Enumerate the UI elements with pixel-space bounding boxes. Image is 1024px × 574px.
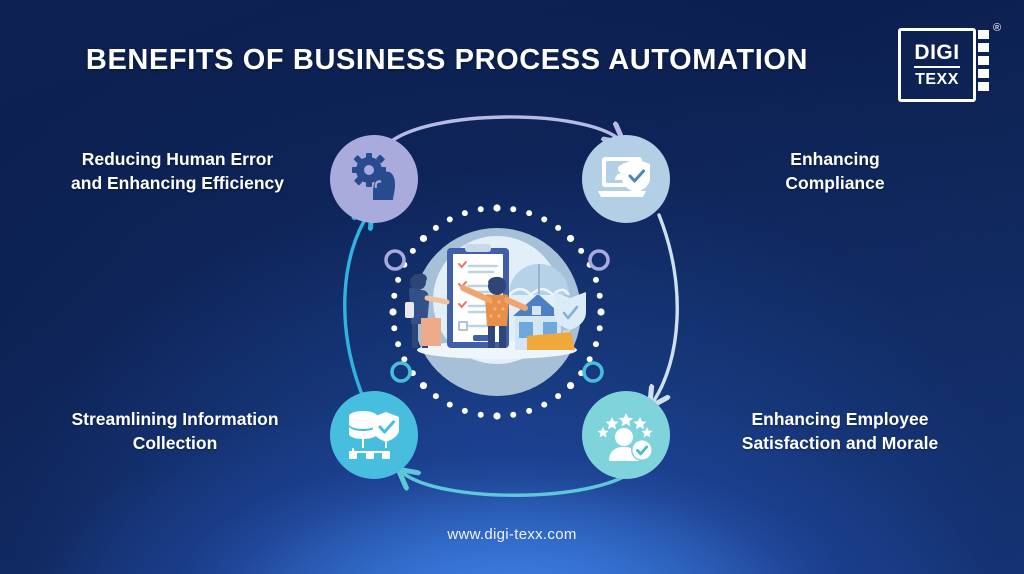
- shield-badge-icon: [554, 292, 586, 330]
- benefit-label-line-2: and Enhancing Efficiency: [71, 172, 284, 193]
- ring-dot: [389, 308, 397, 316]
- node-squares: [349, 451, 390, 459]
- ring-dot: [446, 216, 453, 223]
- center-illustration: [375, 190, 619, 434]
- arrow-right: [653, 213, 679, 402]
- benefit-label-line-2: Collection: [132, 432, 218, 453]
- gear-head-icon: [352, 153, 395, 200]
- ring-dot: [541, 401, 548, 408]
- person-head: [615, 428, 633, 446]
- ring-dot: [432, 393, 439, 400]
- ring-dot: [592, 341, 599, 348]
- ring-dot: [391, 325, 398, 332]
- logo-line-1: DIGI: [914, 42, 960, 68]
- page-title: BENEFITS OF BUSINESS PROCESS AUTOMATION: [85, 44, 809, 76]
- ring-dot: [432, 224, 439, 231]
- ring-dot: [596, 325, 603, 332]
- ring-dot: [555, 224, 562, 231]
- ring-dot: [391, 292, 398, 299]
- stars-row: [597, 413, 653, 438]
- logo-line-2: TEXX: [915, 71, 959, 88]
- ring-dot: [461, 407, 468, 414]
- ring-dot: [597, 308, 605, 316]
- logo-box: DIGI TEXX: [898, 28, 976, 102]
- benefit-icon-reducing-human-error[interactable]: [330, 135, 418, 223]
- benefit-icon-streamlining-information-collection[interactable]: [330, 391, 418, 479]
- ring-dot: [401, 356, 408, 363]
- ring-dot: [395, 341, 402, 348]
- ring-accent-dot: [390, 361, 412, 383]
- benefit-label-reducing-human-error: Reducing Human Error and Enhancing Effic…: [35, 148, 320, 195]
- footer-url[interactable]: www.digi-texx.com: [447, 526, 577, 543]
- dotted-ring: [384, 204, 610, 420]
- ring-accent-dot: [384, 249, 406, 271]
- ring-dot: [586, 356, 593, 363]
- laptop-shield-icon: [598, 157, 650, 197]
- ring-accent-dot: [582, 361, 604, 383]
- digi-texx-logo: DIGI TEXX ®: [898, 22, 1006, 102]
- benefit-label-line-1: Enhancing: [790, 149, 880, 169]
- check-badge: [632, 440, 652, 460]
- ring-dot: [419, 234, 428, 243]
- arrow-bottom: [403, 471, 635, 497]
- benefit-icon-enhancing-employee-satisfaction[interactable]: [582, 391, 670, 479]
- ring-dot: [395, 276, 402, 283]
- ring-dot: [409, 247, 416, 254]
- ring-dot: [493, 412, 501, 420]
- package-boxes: [421, 318, 575, 350]
- arrow-connectors: [343, 115, 679, 497]
- benefit-label-line-1: Reducing Human Error: [81, 149, 274, 169]
- ring-dot: [419, 381, 428, 390]
- cycle-diagram: [281, 105, 743, 505]
- database-shield-icon: [349, 411, 399, 459]
- database-cylinder: [349, 411, 377, 439]
- ring-dot: [566, 234, 575, 243]
- ring-dot: [526, 210, 533, 217]
- ring-dot: [510, 206, 517, 213]
- ring-dot: [477, 411, 484, 418]
- registered-trademark-symbol: ®: [993, 22, 1002, 34]
- ring-dot: [477, 206, 484, 213]
- ring-dot: [566, 381, 575, 390]
- arrow-left: [343, 213, 369, 399]
- benefit-icon-enhancing-compliance[interactable]: [582, 135, 670, 223]
- ring-dot: [510, 411, 517, 418]
- umbrella-icon: [508, 264, 570, 297]
- arrow-top: [387, 115, 619, 143]
- benefit-label-enhancing-compliance: Enhancing Compliance: [700, 148, 970, 195]
- node-connectors: [352, 439, 387, 453]
- ring-dot: [526, 407, 533, 414]
- ring-dot: [461, 210, 468, 217]
- benefit-label-enhancing-employee-satisfaction: Enhancing Employee Satisfaction and Mora…: [690, 408, 990, 455]
- benefit-label-line-1: Enhancing Employee: [751, 409, 929, 429]
- ring-dot: [493, 204, 501, 212]
- person-right-figure: [460, 276, 528, 348]
- ring-dot: [578, 247, 585, 254]
- ring-dot: [541, 216, 548, 223]
- ring-dot: [446, 401, 453, 408]
- center-illustration-svg: [384, 204, 610, 420]
- person-stars-check-icon: [597, 413, 653, 461]
- logo-bars-icon: [978, 30, 989, 91]
- ring-accent-dot: [588, 249, 610, 271]
- ring-dot: [555, 393, 562, 400]
- ring-dot: [596, 292, 603, 299]
- benefit-label-line-1: Streamlining Information: [71, 409, 279, 429]
- benefit-label-streamlining-information-collection: Streamlining Information Collection: [25, 408, 325, 455]
- benefit-label-line-2: Satisfaction and Morale: [741, 432, 939, 453]
- benefit-label-line-2: Compliance: [785, 172, 885, 193]
- ring-dot: [592, 276, 599, 283]
